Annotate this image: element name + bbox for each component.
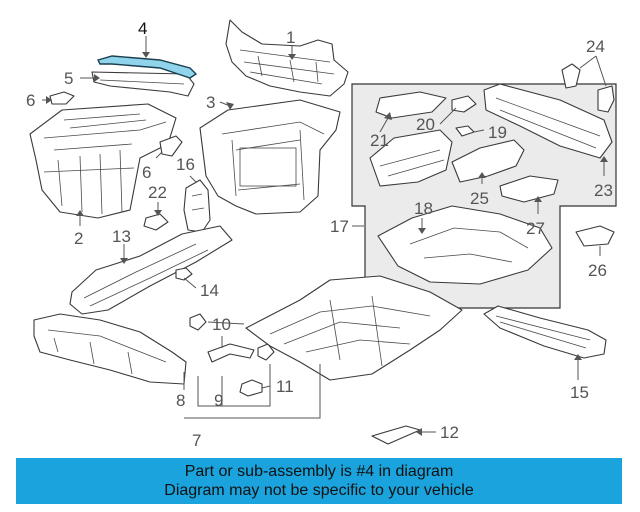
exploded-parts-diagram: 4 1 5 6 3 6 16 22 2 13 14 10 8 9 11 7 12… <box>26 19 617 450</box>
callout-13: 13 <box>112 227 131 246</box>
part-22-pad[interactable] <box>143 213 169 231</box>
part-5-bracket[interactable] <box>91 71 195 97</box>
callout-23: 23 <box>594 181 613 200</box>
part-21-tray[interactable] <box>375 91 447 119</box>
part-3-rear-panel[interactable] <box>199 99 341 215</box>
part-2-rear-floor-frame[interactable] <box>29 103 177 219</box>
part-10-mount[interactable] <box>189 313 207 331</box>
part-24-bracket-left[interactable] <box>561 63 581 89</box>
callout-9: 9 <box>214 391 223 410</box>
part-20-bracket[interactable] <box>451 95 477 113</box>
callout-22: 22 <box>148 183 167 202</box>
callout-16: 16 <box>176 155 195 174</box>
callout-2: 2 <box>74 229 83 248</box>
callout-5: 5 <box>64 69 73 88</box>
callout-21: 21 <box>370 131 389 150</box>
leader-lines <box>42 36 608 436</box>
part-26-block[interactable] <box>575 225 615 247</box>
callout-6-upper: 6 <box>26 91 35 110</box>
callout-7: 7 <box>192 431 201 450</box>
part-8-front-cross-panel[interactable] <box>33 313 187 385</box>
part-11-plug[interactable] <box>239 379 263 397</box>
callout-15: 15 <box>570 383 589 402</box>
part-9-bracket[interactable] <box>207 343 255 363</box>
part-21-side-box[interactable] <box>369 129 453 187</box>
callout-10: 10 <box>212 315 231 334</box>
callout-14: 14 <box>200 281 219 300</box>
part-6-clip-upper[interactable] <box>49 91 75 105</box>
banner-disclaimer-line: Diagram may not be specific to your vehi… <box>164 482 474 499</box>
part-1-shelf-panel[interactable] <box>225 19 349 97</box>
part-7-main-floor-pan[interactable] <box>245 275 463 381</box>
callout-18: 18 <box>414 199 433 218</box>
part-24-bracket-right[interactable] <box>597 85 615 113</box>
callout-26: 26 <box>588 261 607 280</box>
part-27-panel[interactable] <box>499 175 559 203</box>
part-9-mount[interactable] <box>257 343 275 361</box>
part-15-rear-rail[interactable] <box>483 305 607 359</box>
callout-12: 12 <box>440 423 459 442</box>
callout-8: 8 <box>176 391 185 410</box>
callout-24: 24 <box>586 37 605 56</box>
info-banner: Part or sub-assembly is #4 in diagram Di… <box>16 458 622 504</box>
callout-19: 19 <box>488 123 507 142</box>
part-4-crossmember-highlighted[interactable] <box>96 55 198 79</box>
banner-part-line: Part or sub-assembly is #4 in diagram <box>184 463 454 480</box>
part-13-side-rail[interactable] <box>69 225 233 315</box>
callout-17: 17 <box>330 217 349 236</box>
callout-11: 11 <box>276 377 294 396</box>
part-12-floor-pad[interactable] <box>371 425 421 445</box>
callout-labels: 4 1 5 6 3 6 16 22 2 13 14 10 8 9 11 7 12… <box>26 19 613 450</box>
callout-20: 20 <box>416 115 435 134</box>
callout-1: 1 <box>286 28 295 47</box>
callout-6-lower: 6 <box>142 163 151 182</box>
part-14-clip[interactable] <box>175 267 193 281</box>
callout-25: 25 <box>470 189 489 208</box>
callout-27: 27 <box>526 219 545 238</box>
callout-4: 4 <box>138 19 147 38</box>
part-23-crossmember[interactable] <box>483 83 613 159</box>
part-16-vertical-bracket[interactable] <box>183 179 211 233</box>
callout-3: 3 <box>206 93 215 112</box>
part-25-channel[interactable] <box>451 139 525 183</box>
